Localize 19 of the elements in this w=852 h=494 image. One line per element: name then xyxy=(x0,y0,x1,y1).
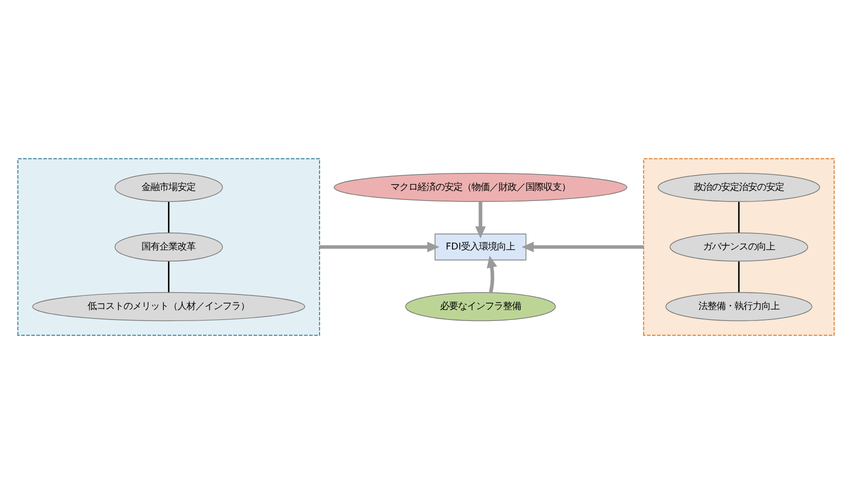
node-ellipse: 国有企業改革 xyxy=(114,232,223,262)
node-ellipse: 必要なインフラ整備 xyxy=(405,292,556,322)
node-ellipse: 金融市場安定 xyxy=(114,172,223,202)
cluster xyxy=(643,158,835,336)
connector xyxy=(738,202,740,233)
arrow xyxy=(522,242,644,252)
node-ellipse: マクロ経済の安定（物価／財政／国際収支） xyxy=(334,172,628,202)
node-box: FDI受入環境向上 xyxy=(434,234,526,260)
connector xyxy=(168,202,170,233)
node-ellipse: 低コストのメリット（人材／インフラ） xyxy=(32,292,306,322)
arrow xyxy=(486,256,498,293)
cluster xyxy=(17,158,320,336)
connector xyxy=(738,262,740,292)
connector xyxy=(168,262,170,292)
node-ellipse: 法整備・執行力向上 xyxy=(665,292,812,322)
arrow xyxy=(475,202,486,238)
node-ellipse: ガバナンスの向上 xyxy=(670,232,808,262)
node-ellipse: 政治の安定治安の安定 xyxy=(658,172,820,202)
arrow xyxy=(320,242,440,252)
